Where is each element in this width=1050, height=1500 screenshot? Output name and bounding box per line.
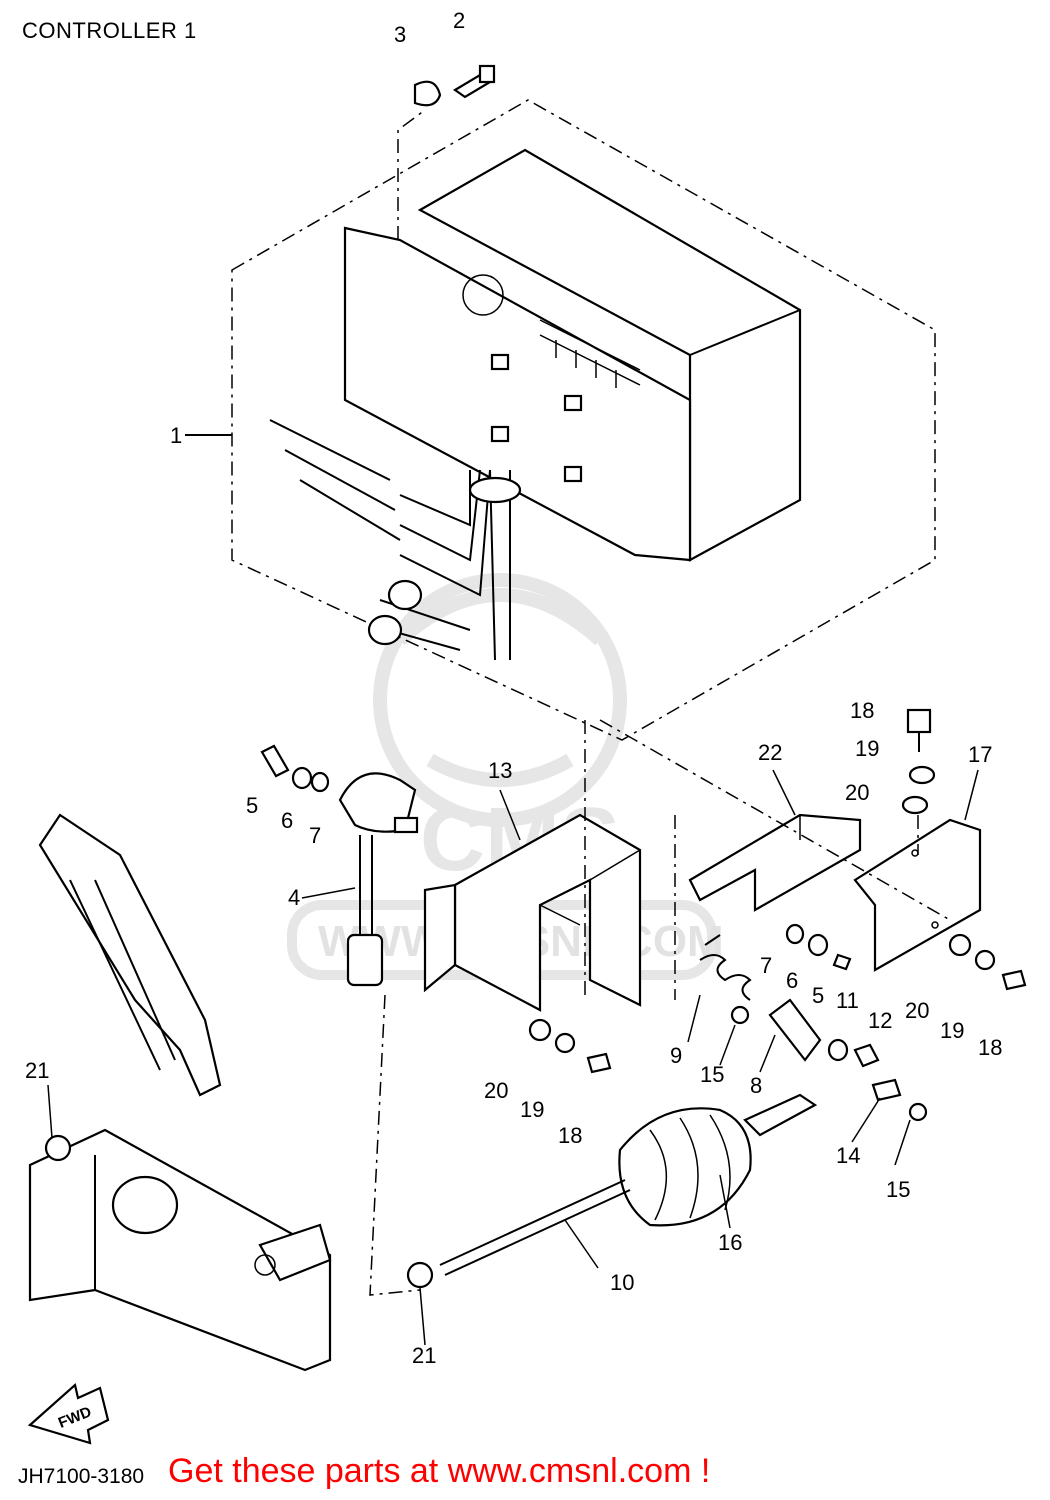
retainers — [730, 1005, 928, 1122]
callout-6a: 6 — [281, 808, 293, 833]
drawing-code: JH7100-3180 — [18, 1465, 145, 1488]
fwd-arrow-icon: FWD — [27, 1382, 110, 1445]
bracket-part-13 — [423, 813, 642, 1012]
callout-11: 11 — [836, 988, 859, 1013]
callout-8: 8 — [750, 1073, 762, 1098]
callout-21b: 21 — [412, 1343, 436, 1368]
callout-2: 2 — [453, 8, 465, 33]
bolt-set-lower — [528, 1018, 612, 1074]
callout-7b: 7 — [760, 953, 772, 978]
callout-18c: 18 — [558, 1123, 582, 1148]
accelerator-pedal — [28, 813, 332, 1372]
callout-14: 14 — [836, 1143, 860, 1168]
callout-7a: 7 — [309, 823, 321, 848]
bolt-set-top — [901, 708, 936, 855]
callout-1: 1 — [170, 423, 182, 448]
lever-part-8 — [768, 998, 880, 1068]
callout-20a: 20 — [845, 780, 869, 805]
controller-unit — [269, 148, 802, 661]
callout-17: 17 — [968, 742, 992, 767]
callout-19c: 19 — [520, 1097, 544, 1122]
callout-16: 16 — [718, 1230, 742, 1255]
callout-18b: 18 — [978, 1035, 1002, 1060]
callout-22: 22 — [758, 740, 782, 765]
callout-4: 4 — [288, 885, 300, 910]
callout-18a: 18 — [850, 698, 874, 723]
screw-set-left — [260, 744, 330, 793]
callout-10: 10 — [610, 1270, 634, 1295]
callout-12: 12 — [868, 1008, 892, 1033]
controller-assembly-boundary — [231, 99, 936, 741]
buy-parts-link[interactable]: Get these parts at www.cmsnl.com ! — [168, 1452, 711, 1490]
callout-5a: 5 — [246, 793, 258, 818]
callout-19b: 19 — [940, 1018, 964, 1043]
callout-6b: 6 — [786, 968, 798, 993]
callout-20b: 20 — [905, 998, 929, 1023]
screw-set-right — [785, 923, 852, 971]
diagram-title: CONTROLLER 1 — [22, 18, 197, 43]
callout-15b: 15 — [886, 1177, 910, 1202]
micro-switch-part-4 — [338, 772, 419, 987]
callout-labels: 1 2 3 4 5 6 7 13 22 18 19 20 17 7 6 5 11… — [25, 8, 1002, 1368]
callout-5b: 5 — [812, 983, 824, 1008]
boot-part-16 — [618, 1093, 818, 1227]
callout-20c: 20 — [484, 1078, 508, 1103]
controller-terminals — [490, 353, 583, 483]
bolt-part-2 — [452, 64, 496, 99]
bracket-part-17 — [853, 818, 982, 972]
callout-21a: 21 — [25, 1058, 49, 1083]
callout-9: 9 — [670, 1043, 682, 1068]
callout-15a: 15 — [700, 1062, 724, 1087]
clip-part-3 — [413, 80, 442, 107]
bracket-part-22 — [688, 813, 862, 912]
bolt-set-right — [948, 933, 1027, 991]
callout-3: 3 — [394, 22, 406, 47]
rod-part-10 — [44, 1134, 631, 1289]
spring-part-9 — [699, 934, 752, 1001]
callout-19a: 19 — [855, 736, 879, 761]
callout-13: 13 — [488, 758, 512, 783]
